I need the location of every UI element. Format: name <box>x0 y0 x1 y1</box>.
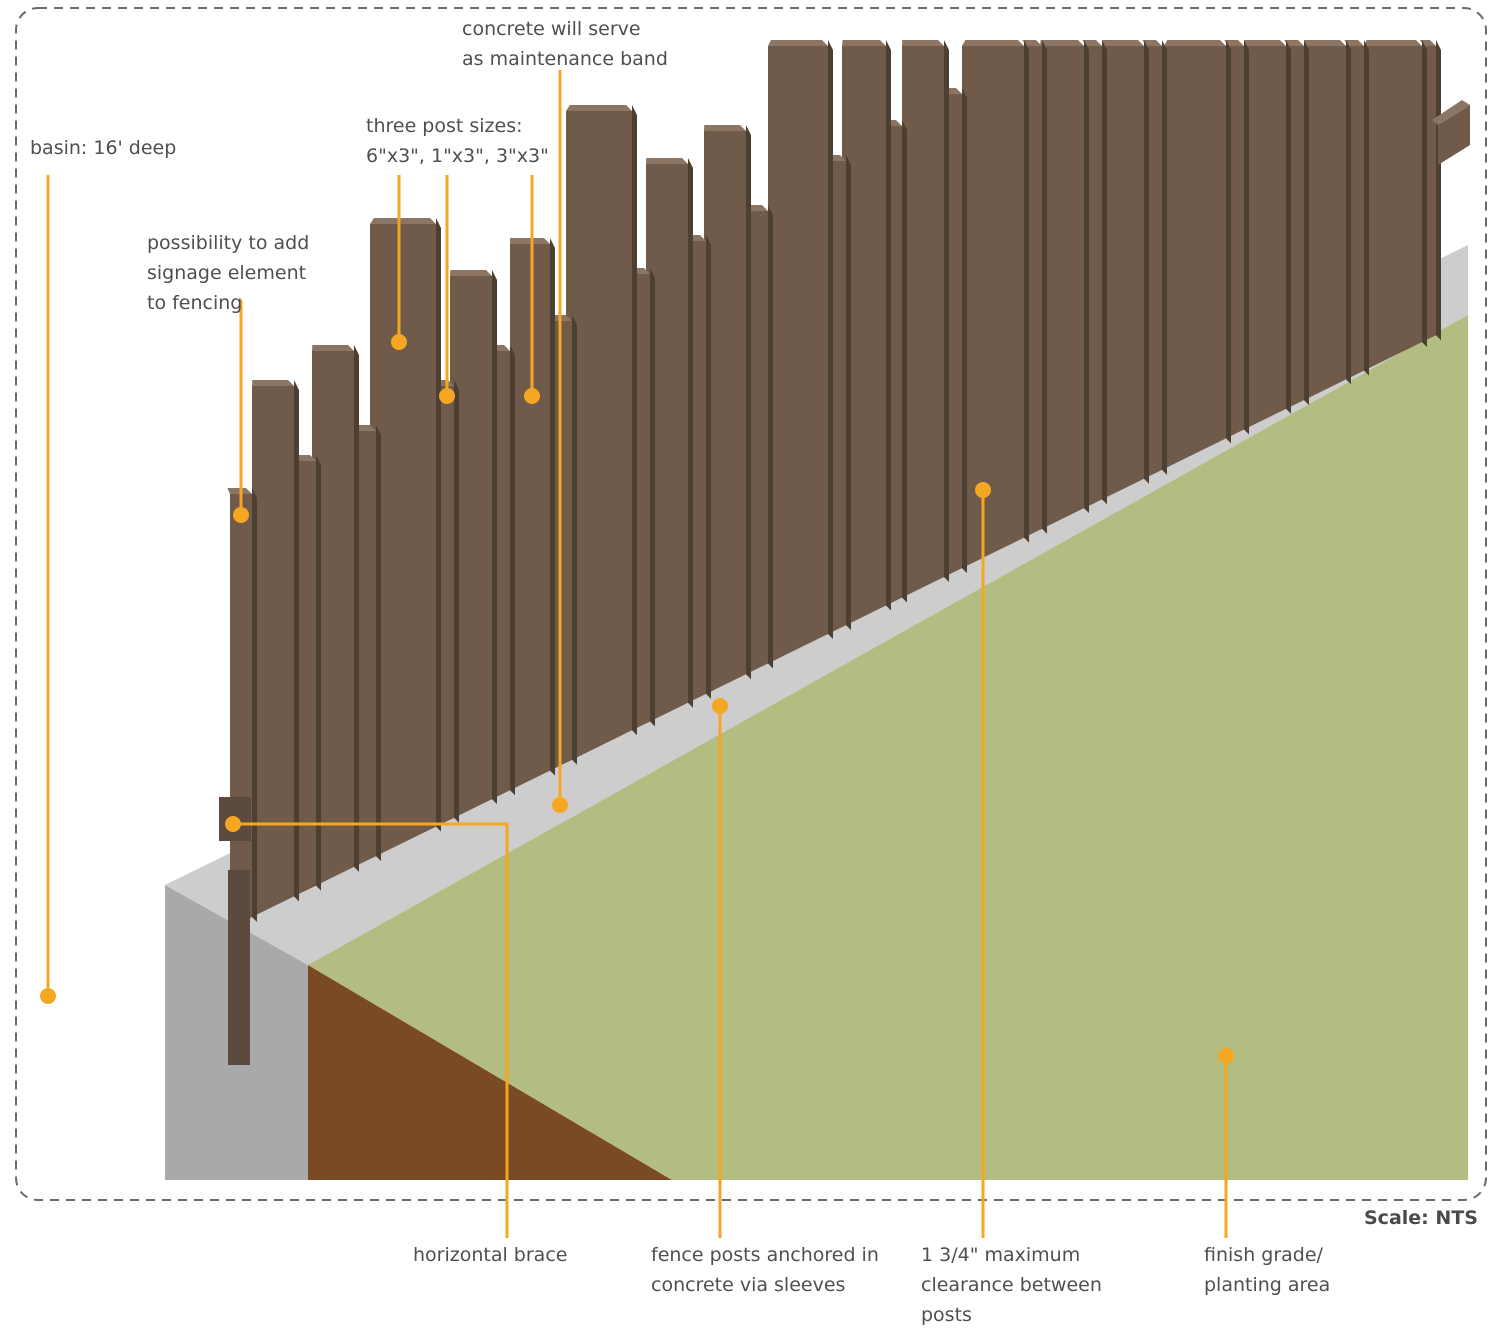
fence-post <box>566 105 637 763</box>
fence-post <box>745 205 773 674</box>
fence-post <box>962 40 1029 569</box>
fence-post <box>942 88 967 576</box>
fence-post <box>370 218 441 860</box>
fence-rail-end-top <box>1432 100 1470 125</box>
fence-post <box>1244 40 1291 430</box>
fence-post <box>1364 40 1427 371</box>
fence-post <box>1022 40 1047 537</box>
fence-post <box>842 40 891 628</box>
fence-post <box>252 380 299 918</box>
leader-horizontal-brace <box>233 822 509 1238</box>
fence-post <box>490 345 515 799</box>
label-horizontal-brace: horizontal brace <box>413 1244 568 1266</box>
fence-post <box>646 158 693 724</box>
fence-post <box>1164 40 1231 469</box>
label-basin: basin: 16' deep <box>30 137 177 159</box>
fence-post <box>1040 40 1089 530</box>
fence-posts <box>227 40 1441 928</box>
label-clearance: 1 3/4" maximum clearance between posts <box>921 1244 1102 1326</box>
dot-signage <box>233 507 249 523</box>
leader-dots <box>40 334 1234 1064</box>
fence-post <box>1102 40 1149 500</box>
fence-post <box>902 40 949 598</box>
dot-post-size-1 <box>391 334 407 350</box>
fence-post <box>826 155 851 633</box>
fence-post <box>630 268 655 730</box>
dot-horizontal-brace <box>225 816 241 832</box>
leader-lines <box>46 70 1228 1238</box>
dot-concrete-band <box>552 797 568 813</box>
fence-post <box>1082 40 1107 508</box>
fence-post <box>1344 40 1369 379</box>
label-post-sizes: three post sizes: 6"x3", 1"x3", 3"x3" <box>366 115 549 167</box>
scale-note: Scale: NTS <box>1364 1207 1478 1229</box>
label-finish-grade: finish grade/ planting area <box>1204 1244 1331 1296</box>
fence-post <box>686 235 711 702</box>
fence-post <box>1304 40 1351 401</box>
fence-post <box>353 425 381 866</box>
planting-area <box>308 315 1468 1180</box>
dot-basin <box>40 988 56 1004</box>
label-signage: possibility to add signage element to fe… <box>147 232 310 314</box>
fence-post <box>227 488 257 928</box>
fence-post <box>1224 40 1249 438</box>
fence-post <box>704 125 751 695</box>
label-concrete-band: concrete will serve as maintenance band <box>462 18 668 70</box>
fence-post <box>768 40 833 664</box>
fence-post <box>450 270 497 820</box>
dot-finish-grade <box>1218 1048 1234 1064</box>
signage-post-sleeve <box>228 870 250 1065</box>
diagram-frame <box>15 7 1487 1201</box>
fence-post <box>510 238 555 791</box>
fence-post <box>293 455 321 896</box>
label-fence-posts: fence posts anchored in concrete via sle… <box>651 1244 879 1296</box>
dot-post-size-2 <box>439 388 455 404</box>
fence-post <box>312 345 359 888</box>
fence-post <box>1284 40 1309 408</box>
dot-clearance <box>975 482 991 498</box>
fence-post <box>434 380 459 826</box>
dot-post-size-3 <box>524 388 540 404</box>
dot-fence-posts <box>712 698 728 714</box>
fence-post <box>1142 40 1167 478</box>
fence-post <box>549 315 577 770</box>
